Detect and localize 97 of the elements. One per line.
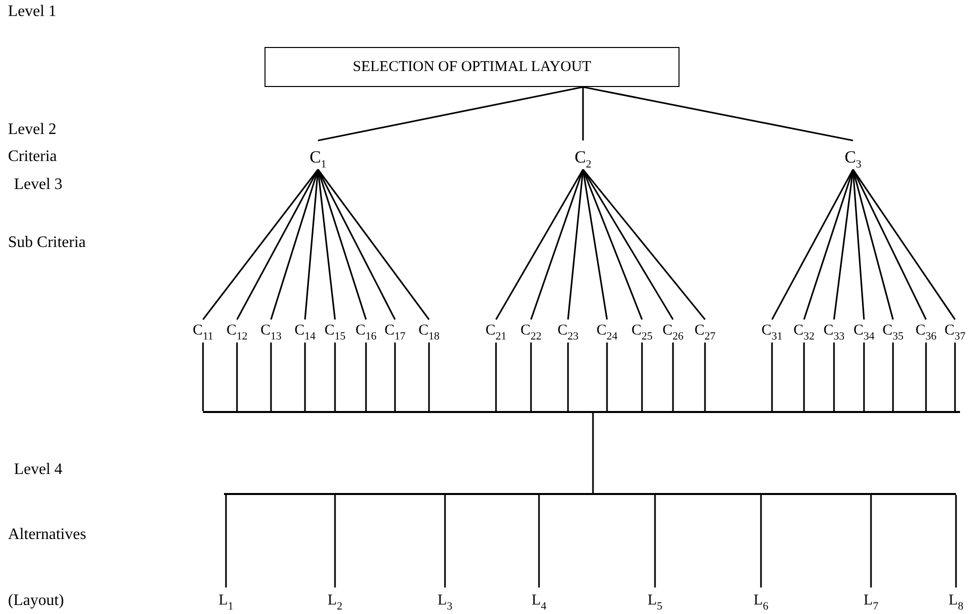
node-label: C$_{13}$ [260,324,282,338]
connector-line [567,342,569,411]
connector-line [236,342,238,411]
node-label: L$_{1}$ [218,594,234,608]
node-label: C$_{15}$ [324,324,346,338]
level-label: (Layout) [8,593,64,609]
node-label: C$_{22}$ [520,324,542,338]
node-label: C$_{12}$ [226,324,248,338]
connector-line [954,342,956,411]
connector-line [236,169,319,320]
node-label: C$_{24}$ [596,324,618,338]
connector-line [530,342,532,411]
connector-line [654,495,656,588]
node-label: L$_{2}$ [328,594,342,608]
connector-line [304,342,306,411]
connector-line [317,169,336,320]
level-label: Level 3 [14,177,62,193]
connector-line [317,169,367,320]
node-label: L$_{5}$ [648,594,662,608]
connector-line [394,342,396,411]
node-label: C$_{17}$ [384,324,406,338]
node-label: C$_{35}$ [882,324,904,338]
level-label: Alternatives [8,527,86,543]
node-label: L$_{3}$ [438,594,452,608]
level-label: Level 4 [14,462,62,478]
connector-line [334,342,336,411]
connector-line [771,342,773,411]
node-label: C$_{31}$ [762,324,782,338]
connector-line [833,169,854,320]
connector-line [870,495,872,588]
connector-line [538,495,540,588]
level-label: Criteria [8,149,57,165]
node-label: C$_{16}$ [356,324,376,338]
connector-line [771,169,854,320]
connector-line [495,169,584,320]
connector-line [365,342,367,411]
connector-line [760,495,762,588]
level-label: Sub Criteria [8,235,86,251]
connector-line [582,86,854,142]
node-label: L$_{4}$ [532,594,546,608]
connector-line [592,413,594,493]
connector-line [955,495,957,588]
connector-line [270,169,319,320]
connector-line [672,342,674,411]
connector-line [582,169,608,320]
node-label: C$_{34}$ [854,324,874,338]
node-label: C$_{37}$ [944,324,966,338]
connector-line [704,342,706,411]
connector-line [582,169,706,320]
node-label: C$_{14}$ [294,324,316,338]
connector-line [582,87,584,140]
node-label: C$_{36}$ [916,324,936,338]
connector-line [852,169,894,320]
connector-line [567,169,584,320]
node-label: C$_{25}$ [632,324,652,338]
node-label: C$_{26}$ [662,324,684,338]
node-label: L$_{7}$ [864,594,878,608]
node-label: C$_{11}$ [192,324,214,338]
node-label: C$_{23}$ [558,324,578,338]
connector-line [334,495,336,588]
connector-line [304,169,319,320]
connector-line [833,342,835,411]
connector-line [317,169,396,320]
node-label: C$_{21}$ [486,324,506,338]
connector-line [641,342,643,411]
node-label: C$_{3}$ [844,148,862,166]
node-label: C$_{1}$ [310,148,326,166]
connector-line [530,169,584,320]
connector-line [428,342,430,411]
connector-line [606,342,608,411]
connector-line [225,495,227,588]
level-label: Level 2 [8,122,56,138]
connector-line [202,342,204,411]
connector-line [495,342,497,411]
node-label: C$_{33}$ [824,324,844,338]
node-label: L$_{8}$ [948,594,964,608]
connector-line [270,342,272,411]
node-label: L$_{6}$ [754,594,768,608]
connector-line [863,342,865,411]
level-label: Level 1 [8,4,56,20]
connector-line [892,342,894,411]
connector-line [444,495,446,588]
connector-line [582,169,643,320]
connector-line [803,169,854,320]
connector-line [852,169,927,320]
node-label: C$_{18}$ [418,324,440,338]
connector-line [803,342,805,411]
node-label: C$_{2}$ [574,148,592,166]
title-box: SELECTION OF OPTIMAL LAYOUT [264,47,680,87]
node-label: C$_{27}$ [694,324,716,338]
connector-line [202,169,319,320]
connector-line [582,169,674,320]
connector-line [318,86,584,142]
connector-line [317,169,430,320]
connector-line [925,342,927,411]
node-label: C$_{32}$ [794,324,814,338]
connector-line [852,169,956,320]
